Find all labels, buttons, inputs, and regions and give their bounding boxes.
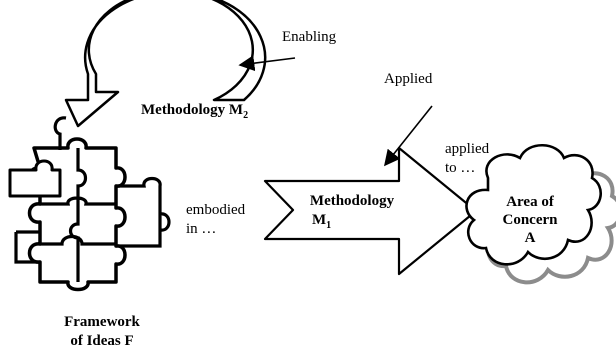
block-arrow-m1 (263, 146, 478, 276)
embodied-label: embodied (186, 202, 246, 218)
puzzle-icon (8, 116, 171, 292)
framework-label-2: of Ideas F (70, 333, 133, 349)
applied-arrow (384, 105, 433, 167)
enabling-label: Enabling (282, 29, 337, 45)
curved-arrow-m2 (64, 0, 267, 128)
applied-label: Applied (384, 71, 433, 87)
applied-to-label-2: to … (445, 160, 475, 176)
methodology-m1-label-2: M1 (312, 212, 331, 231)
enabling-arrow (238, 55, 296, 72)
area-label-3: A (525, 230, 536, 246)
applied-to-label: applied (445, 141, 490, 157)
methodology-m1-label: Methodology (310, 193, 395, 209)
embodied-label-2: in … (186, 221, 216, 237)
area-label-1: Area of (506, 194, 555, 210)
cloud-icon (465, 144, 616, 285)
methodology-m2-label: Methodology M2 (141, 102, 248, 121)
framework-label: Framework (64, 314, 140, 330)
area-label-2: Concern (503, 212, 559, 228)
